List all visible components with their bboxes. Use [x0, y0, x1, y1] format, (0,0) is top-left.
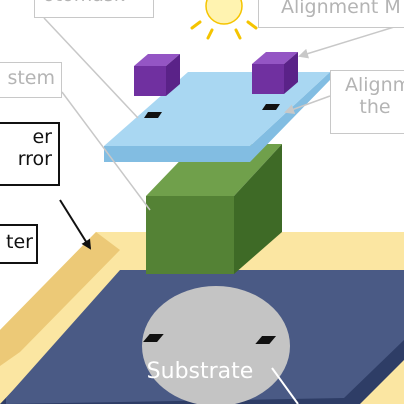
- callout-alignment-mark: Alignment M: [258, 0, 404, 28]
- alignment-camera-left: [134, 54, 180, 96]
- callout-laser-mirror-line2: rror: [17, 147, 52, 170]
- callout-photomask-text: otomask: [43, 0, 145, 7]
- sun-disc: [205, 0, 243, 25]
- callout-stage: ter: [0, 224, 38, 264]
- laser-block-side: [234, 144, 282, 274]
- callout-system-text: stem: [7, 67, 55, 89]
- mask-alignment-mark-right: [262, 104, 280, 110]
- callout-laser-mirror: er rror: [0, 122, 60, 186]
- callout-alignment-mark-2-line1: Alignm: [345, 74, 404, 96]
- photomask-front: [104, 146, 250, 162]
- callout-system: stem: [0, 62, 62, 98]
- callout-alignment-mark-text: Alignment M: [281, 0, 401, 18]
- callout-laser-mirror-line1: er: [32, 126, 52, 148]
- wafer: [142, 286, 290, 404]
- wafer-alignment-mark-left: [143, 334, 164, 342]
- stage-side-face: [0, 232, 120, 366]
- callout-stage-text: ter: [6, 231, 33, 253]
- callout-photomask: otomask: [34, 0, 154, 18]
- leader-laser-mirror: [59, 199, 92, 250]
- leader-lines: [43, 17, 404, 404]
- alignment-camera-right: [252, 52, 298, 94]
- substrate-label: Substrate: [147, 359, 254, 384]
- leader-substrate: [271, 367, 299, 404]
- callout-alignment-mark-2-line2: the: [359, 95, 391, 118]
- leader-photomask: [43, 17, 139, 119]
- wafer-alignment-mark-right: [255, 336, 277, 344]
- mask-alignment-mark-left: [144, 112, 162, 118]
- laser-block-front: [146, 196, 234, 274]
- leader-alignment-mark-2: [284, 95, 331, 114]
- sun-icon: [190, 0, 258, 40]
- leader-system: [61, 91, 151, 211]
- leader-alignment-mark: [298, 23, 404, 59]
- callout-alignment-mark-2: Alignm the: [330, 70, 404, 134]
